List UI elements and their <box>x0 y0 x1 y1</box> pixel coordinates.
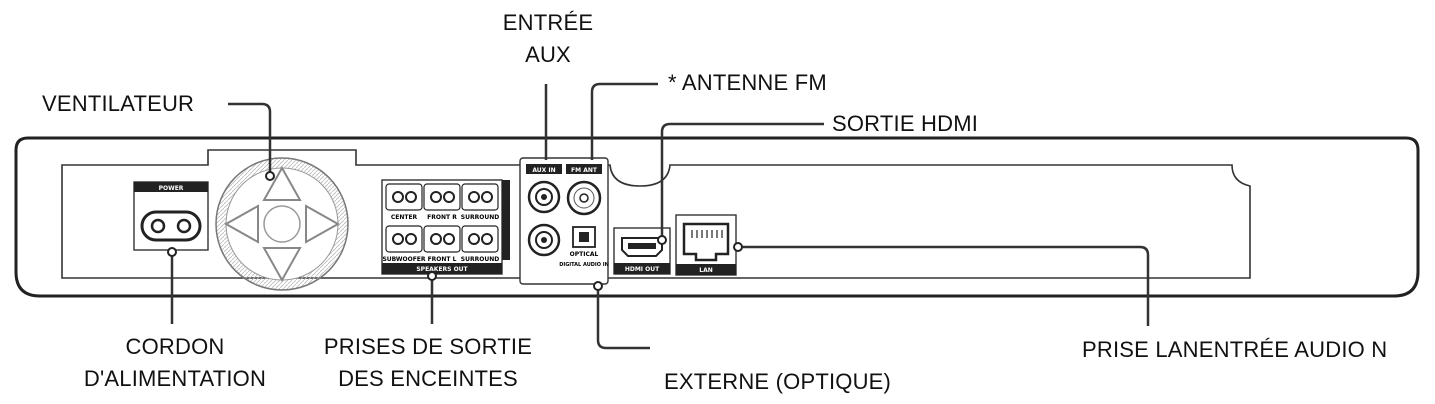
power-text: POWER <box>159 185 184 192</box>
label-entree-aux-line1: ENTRÉE <box>502 10 594 35</box>
lan-text: LAN <box>699 267 713 274</box>
label-cordon-line1: CORDON <box>125 334 225 359</box>
lan-port: LAN <box>675 214 737 276</box>
label-prise-lan: PRISE LANENTRÉE AUDIO N <box>1082 337 1388 362</box>
speaker-ch-5: FRONT L <box>428 256 457 263</box>
speaker-outputs: CENTER FRONT R SURROUND SUBWOOFER FRONT … <box>381 179 510 275</box>
fm-ant-text: FM ANT <box>571 167 598 174</box>
label-prises-sortie-enceintes: PRISES DE SORTIE DES ENCEINTES <box>308 334 548 392</box>
leader-sortie-hdmi <box>660 122 824 240</box>
leader-ventilateur <box>228 102 272 176</box>
digital-audio-in-text: DIGITAL AUDIO IN <box>559 262 609 268</box>
label-entree-aux: ENTRÉE AUX <box>478 10 618 68</box>
speaker-ch-4: SUBWOOFER <box>382 256 425 263</box>
power-connector: POWER <box>133 181 209 251</box>
label-antenne-fm: * ANTENNE FM <box>668 70 827 95</box>
label-prises-line1: PRISES DE SORTIE <box>323 334 533 359</box>
label-ventilateur: VENTILATEUR <box>42 91 195 116</box>
label-entree-aux-line2: AUX <box>525 42 571 67</box>
speaker-ch-6: SURROUND <box>461 256 499 263</box>
leader-lines <box>170 82 1150 350</box>
label-sortie-hdmi: SORTIE HDMI <box>832 111 979 136</box>
aux-fm-block: AUX IN FM ANT OPTICAL DIGITAL AUDIO IN <box>519 157 609 285</box>
fan-grille <box>215 157 349 291</box>
leader-antenne-fm <box>590 82 658 160</box>
label-externe-optique: EXTERNE (OPTIQUE) <box>664 369 892 394</box>
label-cordon-line2: D'ALIMENTATION <box>83 366 267 391</box>
optical-text: OPTICAL <box>570 251 599 258</box>
aux-in-text: AUX IN <box>532 167 555 174</box>
leader-lan <box>736 245 1150 326</box>
speakers-out-text: SPEAKERS OUT <box>416 266 468 273</box>
speaker-ch-1: CENTER <box>391 214 418 221</box>
speaker-ch-2: FRONT R <box>427 214 457 221</box>
speaker-ch-3: SURROUND <box>461 214 499 221</box>
label-cordon-alimentation: CORDON D'ALIMENTATION <box>80 334 270 392</box>
hdmi-out-text: HDMI OUT <box>625 266 660 273</box>
label-prises-line2: DES ENCEINTES <box>338 366 518 391</box>
inner-panel <box>61 149 1251 279</box>
leader-externe <box>596 284 650 350</box>
